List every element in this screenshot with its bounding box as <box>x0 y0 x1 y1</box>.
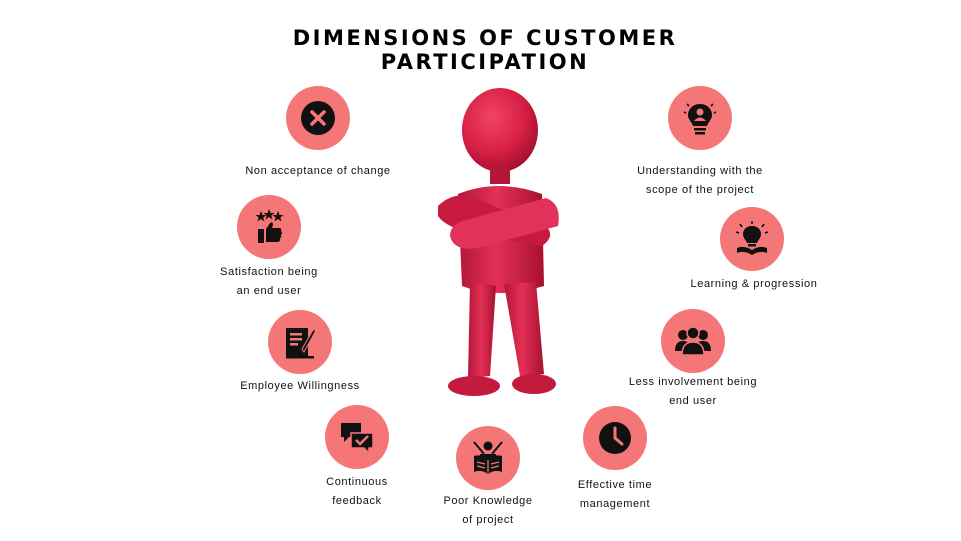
circle-time-management <box>583 406 647 470</box>
lightbulb-book-icon <box>735 221 769 255</box>
circle-learning <box>720 207 784 271</box>
label-learning: Learning & progression <box>690 278 818 290</box>
title-line-2: PARTICIPATION <box>380 50 590 74</box>
document-pen-icon <box>286 328 316 359</box>
label-understanding: Understanding with the scope of the proj… <box>637 165 763 196</box>
circle-understanding <box>668 86 732 150</box>
group-icon <box>675 326 711 356</box>
circle-poor-knowledge <box>456 426 520 490</box>
label-poor-knowledge: Poor Knowledge of project <box>443 495 533 526</box>
circle-satisfaction <box>237 195 301 259</box>
reading-person-icon <box>473 441 503 474</box>
circle-less-involvement <box>661 309 725 373</box>
label-non-acceptance: Non acceptance of change <box>245 165 391 177</box>
lightbulb-person-icon <box>683 103 717 135</box>
clock-icon <box>599 422 631 454</box>
circle-willingness <box>268 310 332 374</box>
label-satisfaction: Satisfaction being an end user <box>220 266 318 297</box>
label-less-involvement: Less involvement being end user <box>628 376 758 407</box>
close-icon <box>301 101 335 135</box>
circle-feedback <box>325 405 389 469</box>
label-time-management: Effective time management <box>577 479 653 510</box>
red-figure-illustration <box>438 88 559 396</box>
label-willingness: Employee Willingness <box>240 380 360 392</box>
label-feedback: Continuous feedback <box>326 476 388 507</box>
title-line-1: DIMENSIONS OF CUSTOMER <box>292 26 678 50</box>
chat-check-icon <box>341 423 374 455</box>
page-title: DIMENSIONS OF CUSTOMER PARTICIPATION <box>235 26 735 74</box>
circle-non-acceptance <box>286 86 350 150</box>
thumbs-up-stars-icon <box>255 209 284 243</box>
